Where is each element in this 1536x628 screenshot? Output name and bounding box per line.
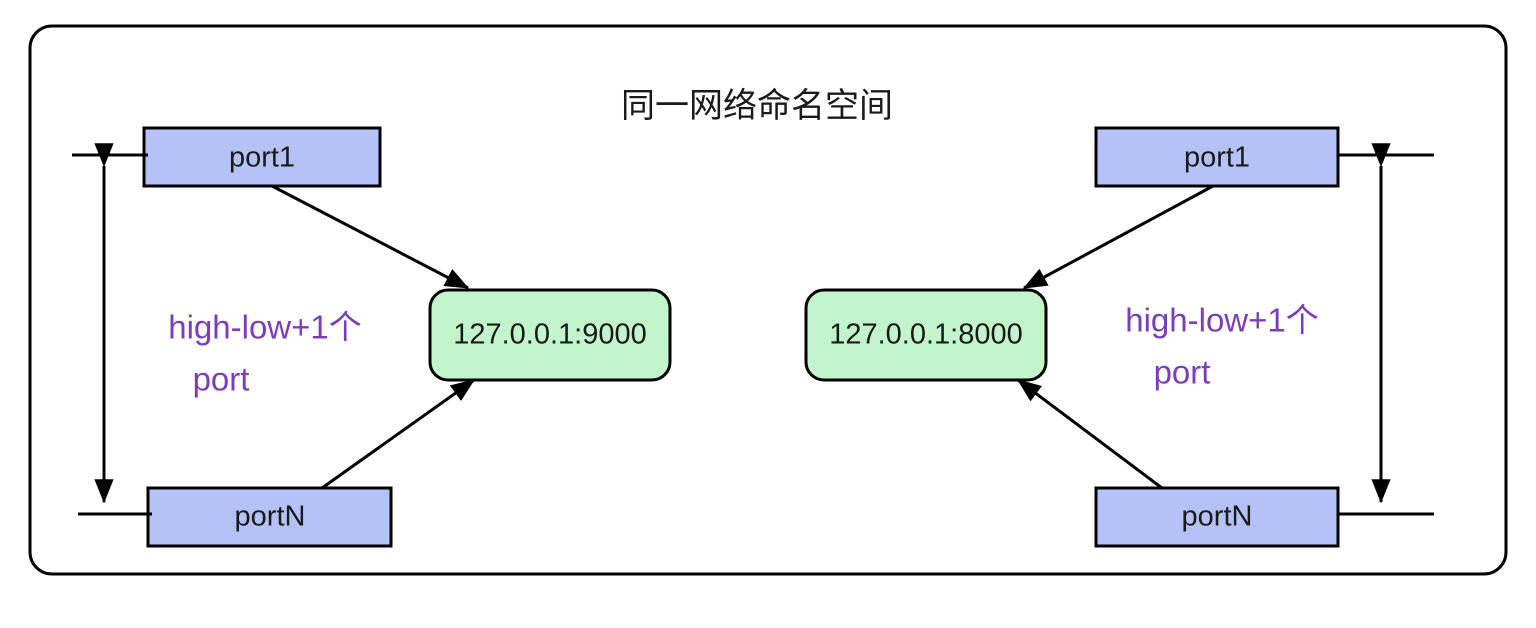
- arrow-right-portn-to-address: [1017, 378, 1163, 490]
- right-address-box[interactable]: [804, 288, 1048, 382]
- left-port-first-box[interactable]: [142, 126, 382, 188]
- right-port-first-label: port1: [1184, 142, 1250, 174]
- left-port-last-label: portN: [235, 501, 306, 533]
- right-port-last-box[interactable]: [1094, 486, 1340, 548]
- right-port-last-label: portN: [1182, 501, 1253, 533]
- left-annotation-line2: port: [193, 361, 250, 398]
- left-address-label: 127.0.0.1:9000: [453, 319, 647, 351]
- page-title: 同一网络命名空间: [621, 87, 893, 125]
- right-port-first-box[interactable]: [1094, 126, 1340, 188]
- left-address-box[interactable]: [428, 288, 672, 382]
- left-port-first-label: port1: [229, 142, 295, 174]
- right-annotation-line2: port: [1154, 354, 1211, 391]
- arrow-left-portn-to-address: [321, 378, 475, 490]
- arrow-right-port1-to-address: [1022, 184, 1214, 290]
- right-address-label: 127.0.0.1:8000: [829, 319, 1023, 351]
- left-port-last-box[interactable]: [146, 486, 393, 548]
- left-annotation-line1: high-low+1个: [168, 309, 362, 346]
- arrow-left-port1-to-address: [271, 184, 470, 290]
- right-annotation-line1: high-low+1个: [1125, 302, 1319, 339]
